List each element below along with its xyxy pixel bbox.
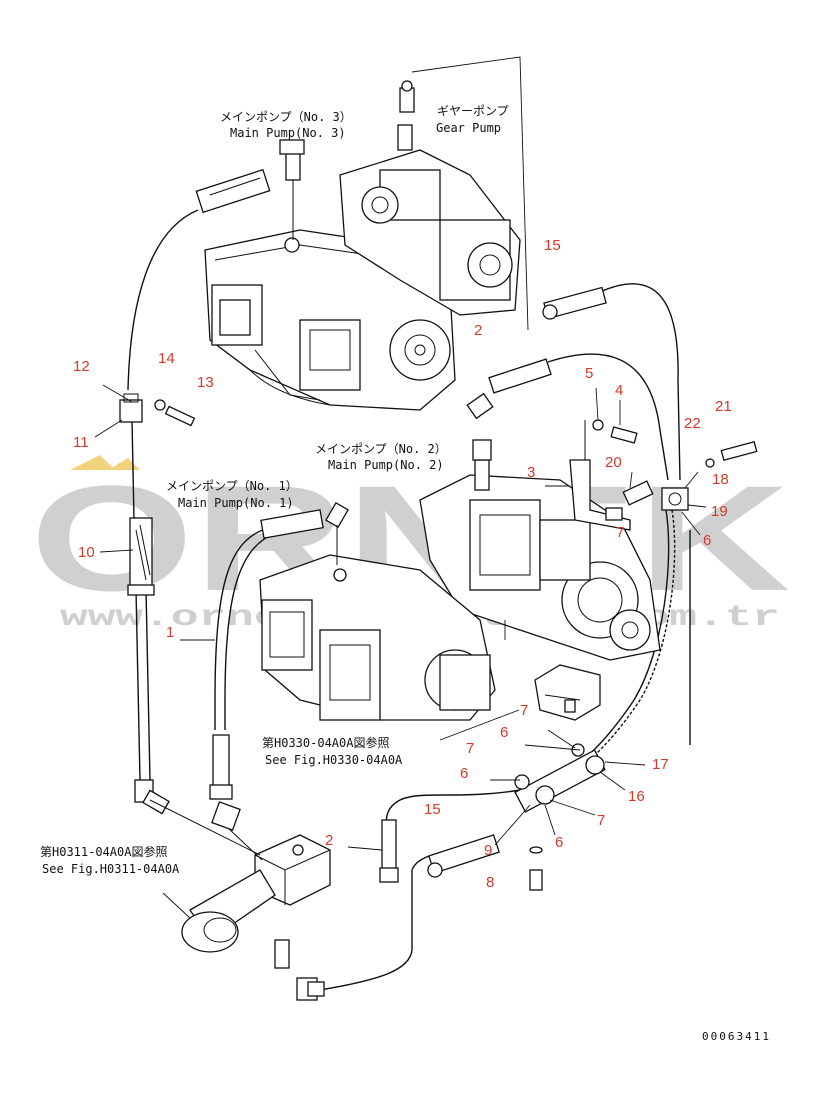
spacer-20[interactable] <box>605 480 654 521</box>
watermark-accent-mark <box>70 455 115 470</box>
hose-corrugated-edge <box>588 509 670 756</box>
label-ref-0311-en[interactable]: See Fig.H0311-04A0A <box>42 862 180 876</box>
part-number[interactable]: 12 <box>73 358 90 375</box>
label-ref-0330-jp[interactable]: 第H0330-04A0A図参照 <box>262 735 389 750</box>
leader-lines <box>94 384 707 919</box>
part-number[interactable]: 20 <box>605 454 622 471</box>
part-number[interactable]: 6 <box>500 724 508 741</box>
fitting-15-upper[interactable] <box>542 286 607 320</box>
part-number[interactable]: 21 <box>715 398 732 415</box>
gear-pump[interactable] <box>339 80 521 316</box>
part-number[interactable]: 6 <box>460 765 468 782</box>
label-main-pump-3-jp: メインポンプ（No. 3） <box>220 110 352 124</box>
component-labels: メインポンプ（No. 3） Main Pump(No. 3) ギヤーポンプ Ge… <box>40 104 771 1043</box>
hose-15-upper <box>599 283 681 481</box>
part-number[interactable]: 18 <box>712 471 729 488</box>
hose-1 <box>214 527 269 730</box>
part-number[interactable]: 7 <box>466 740 474 757</box>
main-pump-2[interactable] <box>419 420 661 661</box>
hose-left-mid <box>131 419 135 521</box>
part-number[interactable]: 15 <box>544 237 561 254</box>
hose-2-upper <box>547 353 669 481</box>
part-number[interactable]: 6 <box>555 834 563 851</box>
fitting-2-upper[interactable] <box>466 358 552 420</box>
part-number[interactable]: 15 <box>424 801 441 818</box>
part-number[interactable]: 4 <box>615 382 623 399</box>
label-main-pump-1-jp: メインポンプ（No. 1） <box>166 479 298 493</box>
label-ref-0330-en[interactable]: See Fig.H0330-04A0A <box>265 753 403 767</box>
part-number[interactable]: 5 <box>585 365 593 382</box>
main-pump-1[interactable] <box>259 501 496 721</box>
elbow-fitting-lower-left[interactable] <box>134 734 241 831</box>
part-number[interactable]: 3 <box>527 464 535 481</box>
bolt-13[interactable] <box>164 405 196 427</box>
hose-lower-long <box>319 844 498 991</box>
label-gear-pump-jp: ギヤーポンプ <box>437 104 509 118</box>
bolt-4-washer-5[interactable] <box>592 419 638 444</box>
label-main-pump-1-en: Main Pump(No. 1) <box>178 496 294 510</box>
part-number[interactable]: 13 <box>197 374 214 391</box>
part-number[interactable]: 2 <box>325 832 333 849</box>
part-number[interactable]: 22 <box>684 415 701 432</box>
manifold-block[interactable] <box>149 799 331 953</box>
bolt-21-washer-22[interactable] <box>705 440 758 468</box>
part-number[interactable]: 14 <box>158 350 175 367</box>
hose-15-lower <box>385 789 521 831</box>
label-main-pump-2-jp: メインポンプ（No. 2） <box>315 442 447 456</box>
hose-lines <box>127 56 691 991</box>
hose-left-lower-2 <box>145 589 151 781</box>
label-main-pump-3-en: Main Pump(No. 3) <box>230 126 346 140</box>
part-number[interactable]: 2 <box>474 322 482 339</box>
part-number[interactable]: 9 <box>484 842 492 859</box>
label-ref-0311-jp[interactable]: 第H0311-04A0A図参照 <box>40 844 167 859</box>
hose-left-upper <box>127 209 199 391</box>
clamp-18-19[interactable] <box>661 487 689 511</box>
part-number[interactable]: 8 <box>486 874 494 891</box>
hose-corrugated <box>594 509 676 756</box>
part-number[interactable]: 16 <box>628 788 645 805</box>
part-number[interactable]: 7 <box>597 812 605 829</box>
fitting-2-lower[interactable] <box>379 819 399 883</box>
label-main-pump-2-en: Main Pump(No. 2) <box>328 458 444 472</box>
gear-pump-leader <box>411 56 529 331</box>
part-number[interactable]: 6 <box>703 532 711 549</box>
hose-left-lower <box>135 589 141 781</box>
part-number[interactable]: 1 <box>166 624 174 641</box>
part-number[interactable]: 11 <box>73 434 89 451</box>
drawing-code: 00063411 <box>702 1030 771 1043</box>
part-number[interactable]: 19 <box>711 503 728 520</box>
fitting-12-11[interactable] <box>119 393 166 423</box>
fitting-10[interactable] <box>127 517 155 596</box>
part-number[interactable]: 7 <box>520 702 528 719</box>
label-gear-pump-en: Gear Pump <box>436 121 501 135</box>
hose-1-b <box>224 532 276 730</box>
bracket-7[interactable] <box>534 664 601 721</box>
fitting-bottom[interactable] <box>274 939 325 1001</box>
clamps-lower[interactable] <box>514 743 606 891</box>
part-number[interactable]: 7 <box>616 524 624 541</box>
part-number[interactable]: 10 <box>78 544 95 561</box>
part-number[interactable]: 17 <box>652 756 669 773</box>
watermark-accent-mark <box>108 458 140 470</box>
part-number-callouts: 1 2 2 3 4 5 6 6 6 6 7 7 7 7 8 9 10 11 12… <box>73 237 732 891</box>
